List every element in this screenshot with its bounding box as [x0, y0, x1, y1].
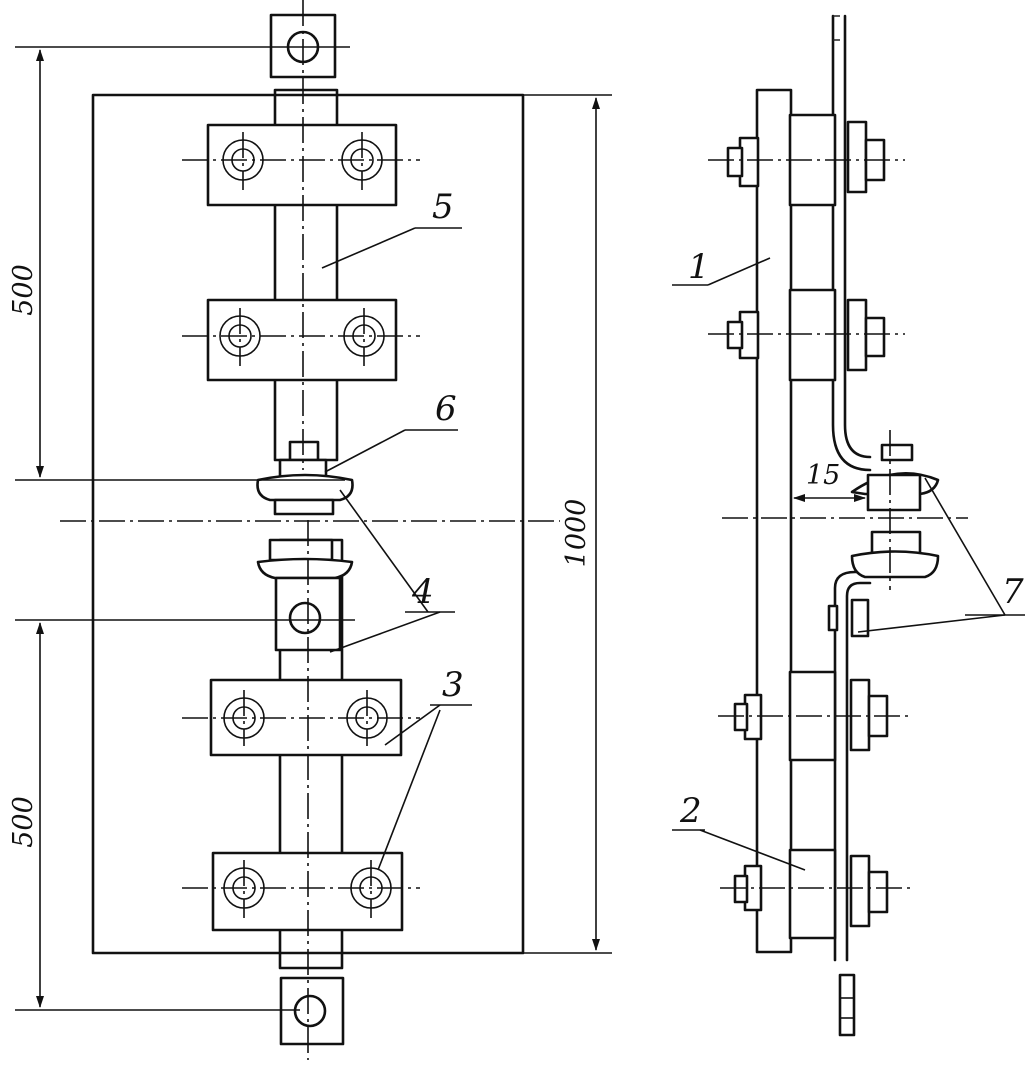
label-3: 3: [442, 665, 464, 705]
dim-gap: 15: [806, 460, 840, 491]
label-5: 5: [432, 187, 454, 227]
front-view: 500 500 1000 5 6 4 3: [8, 0, 612, 1060]
side-insulator: [733, 848, 889, 940]
clamp-plate: [206, 298, 398, 382]
side-contact: [827, 443, 940, 638]
side-insulator: [726, 288, 886, 382]
dim-total-height: 1000: [561, 499, 592, 568]
label-1: 1: [688, 247, 710, 287]
side-base-board: [755, 88, 793, 954]
clamp-plate: [206, 123, 398, 207]
bottom-terminal: [279, 976, 345, 1046]
label-2: 2: [679, 791, 702, 831]
dim-upper-pitch: 500: [8, 264, 39, 316]
side-view: 15 1 7 2: [672, 14, 1025, 1037]
label-7: 7: [1002, 572, 1024, 612]
lower-contact: [256, 538, 354, 652]
label-6: 6: [435, 389, 457, 429]
dim-lower-pitch: 500: [8, 796, 39, 848]
label-4: 4: [411, 572, 434, 612]
